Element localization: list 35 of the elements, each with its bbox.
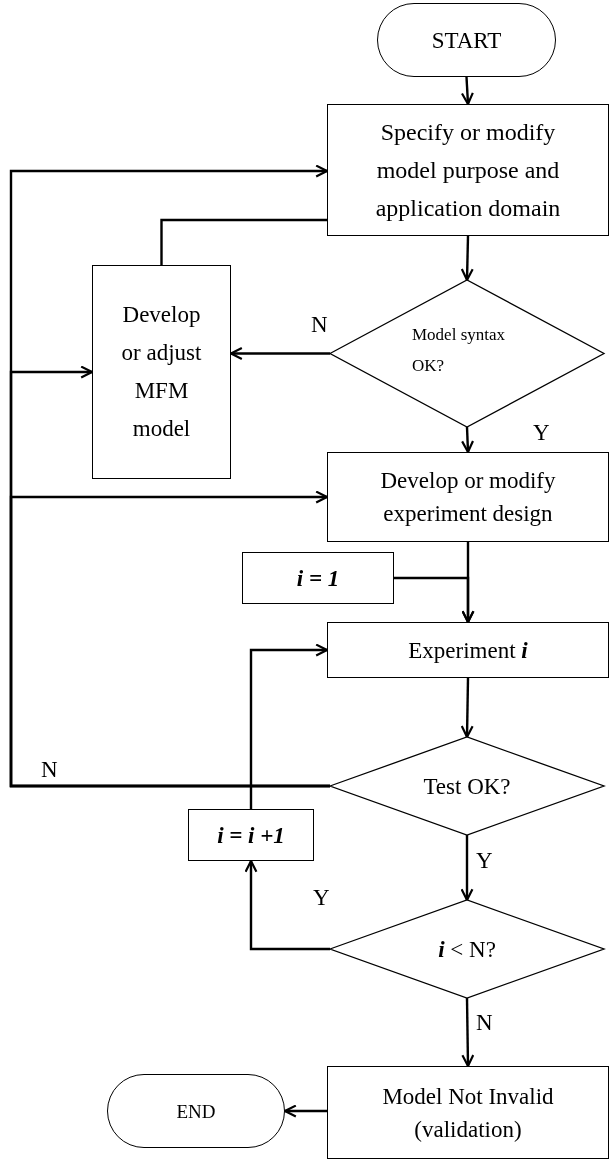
arrow <box>394 576 475 624</box>
process-box <box>92 265 231 479</box>
arrow <box>460 235 474 282</box>
decision-diamond <box>330 900 604 998</box>
node-label: END <box>176 1099 216 1124</box>
process-box <box>242 552 394 604</box>
process-box <box>327 452 609 542</box>
arrow <box>461 426 475 454</box>
node-label: Experiment i <box>408 636 528 665</box>
arrow <box>460 677 474 739</box>
node-label: i < N? <box>438 935 496 964</box>
arrow <box>229 347 330 360</box>
process-box <box>327 1066 609 1159</box>
arrow <box>460 835 474 902</box>
arrow <box>244 859 330 951</box>
arrow <box>9 490 330 788</box>
node-label: Develop or modify experiment design <box>379 467 557 528</box>
arrow <box>283 1104 327 1118</box>
node-label: Test OK? <box>423 772 511 801</box>
arrow <box>460 76 474 106</box>
decision-diamond <box>330 737 604 835</box>
decision-diamond <box>330 280 604 427</box>
node-label: Model Not Invalid (validation) <box>381 1082 555 1144</box>
node-label: i = i +1 <box>217 821 285 850</box>
connector-line <box>160 218 327 265</box>
node-label: START <box>431 26 502 55</box>
node-label: Specify or modify model purpose and application domain <box>374 118 562 223</box>
process-box <box>188 809 314 861</box>
arrow <box>249 643 329 809</box>
node-label: Develop or adjust MFM model <box>121 301 202 443</box>
arrow <box>461 998 475 1068</box>
process-box <box>327 104 609 236</box>
process-box <box>327 622 609 678</box>
node-label: Model syntax OK? <box>412 323 507 377</box>
node-label: i = 1 <box>296 564 340 593</box>
